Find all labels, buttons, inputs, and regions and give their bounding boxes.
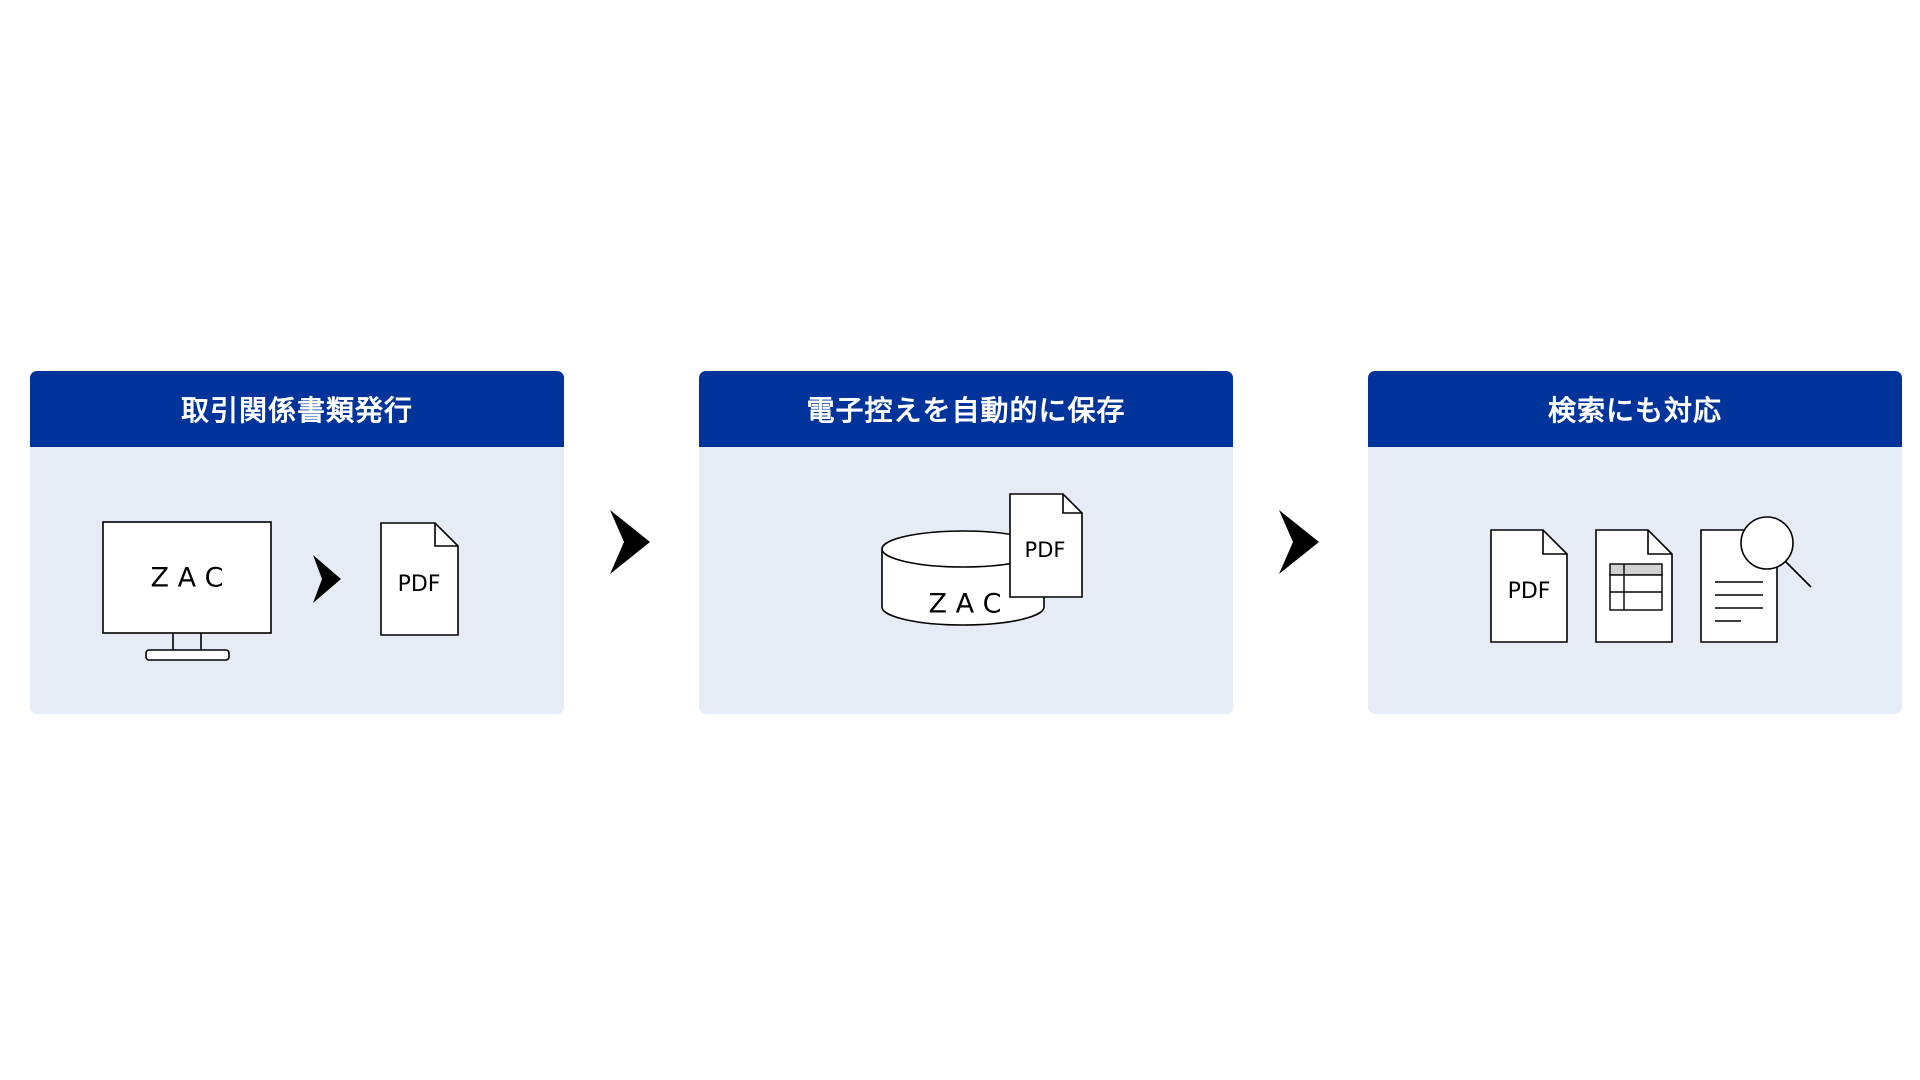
step-1-panel: 取引関係書類発行 Z A C PDF — [30, 371, 564, 714]
step-1-illustration: Z A C PDF — [30, 447, 564, 714]
magnifier-icon — [1740, 516, 1812, 588]
step-3-svg: PDF — [1490, 516, 1812, 643]
step-2-svg: Z A C PDF — [881, 493, 1083, 626]
chevron-right-icon — [610, 510, 650, 574]
monitor-icon: Z A C — [102, 521, 272, 661]
step-3-illustration: PDF — [1368, 447, 1902, 714]
chevron-right-icon — [313, 555, 341, 603]
pdf-label: PDF — [1025, 538, 1066, 562]
pdf-document-icon: PDF — [380, 522, 459, 636]
chevron-right-icon — [1279, 510, 1319, 574]
step-2-title: 電子控えを自動的に保存 — [699, 371, 1233, 447]
step-3-title: 検索にも対応 — [1368, 371, 1902, 447]
step-2-illustration: Z A C PDF — [699, 447, 1233, 714]
monitor-label: Z A C — [151, 563, 224, 594]
pdf-document-icon: PDF — [1009, 493, 1083, 598]
database-label: Z A C — [929, 589, 1002, 620]
step-1-svg: Z A C PDF — [102, 521, 459, 661]
step-1-title: 取引関係書類発行 — [30, 371, 564, 447]
spreadsheet-document-icon — [1595, 529, 1673, 643]
pdf-document-icon: PDF — [1490, 529, 1568, 643]
step-3-panel: 検索にも対応 PDF — [1368, 371, 1902, 714]
step-2-panel: 電子控えを自動的に保存 Z A C PDF — [699, 371, 1233, 714]
pdf-label: PDF — [1508, 579, 1551, 604]
pdf-label: PDF — [398, 572, 441, 597]
